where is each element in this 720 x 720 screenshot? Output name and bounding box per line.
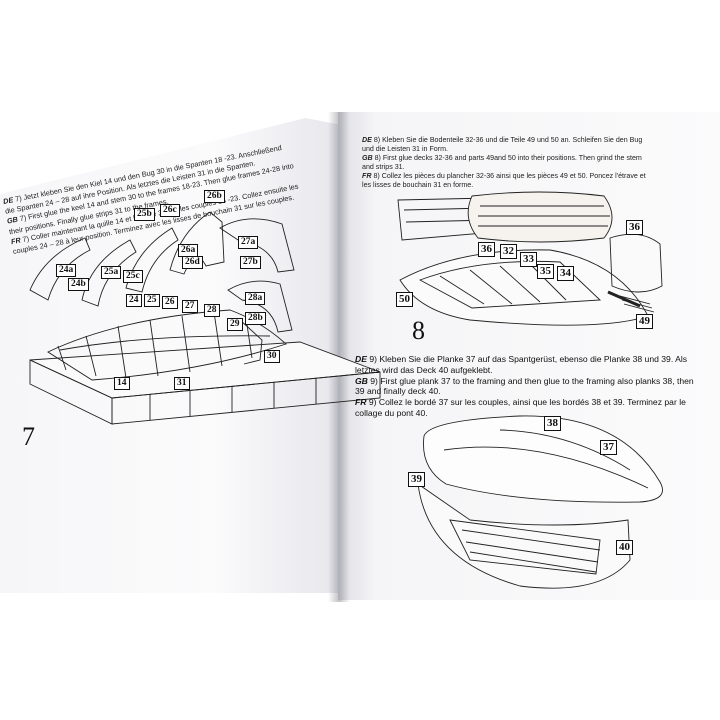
- part-label: 30: [264, 350, 280, 363]
- hull-planked-top: [423, 415, 663, 503]
- part-label: 50: [396, 292, 413, 307]
- instruction-line: DE 8) Kleben Sie die Bodenteile 32-36 un…: [362, 136, 643, 144]
- part-label: 27: [182, 300, 198, 313]
- part-label: 26d: [182, 256, 203, 269]
- part-label: 26: [162, 296, 178, 309]
- part-label: 38: [544, 416, 561, 431]
- part-label: 25c: [123, 270, 143, 283]
- part-label: 14: [114, 377, 130, 390]
- part-label: 40: [616, 540, 633, 555]
- floor-slats: [439, 263, 567, 305]
- part-label: 29: [227, 318, 243, 331]
- part-label: 26c: [160, 204, 180, 217]
- jig-slots: [149, 378, 317, 420]
- part-label: 28b: [245, 312, 266, 325]
- instruction-line: letztes wird das Deck 40 aufgeklebt.: [355, 364, 493, 375]
- stem-piece: [239, 319, 263, 365]
- part-label: 24a: [56, 264, 77, 277]
- instruction-line: FR 9) Collez le bordé 37 sur les couples…: [355, 397, 686, 408]
- part-label: 33: [520, 252, 537, 267]
- frame-ribs: [57, 311, 253, 379]
- instruction-line: GB 8) First glue decks 32-36 and parts 4…: [362, 154, 642, 162]
- part-label: 24: [126, 294, 142, 307]
- instruction-line: and strips 31.: [362, 163, 405, 171]
- hull-deck-view: [417, 483, 631, 589]
- part-label: 28: [204, 304, 220, 317]
- instruction-line: FR 8) Collez les pièces du plancher 32-3…: [362, 172, 646, 180]
- instruction-line: DE 9) Kleben Sie die Planke 37 auf das S…: [355, 354, 688, 364]
- part-label: 32: [500, 244, 517, 259]
- frame-25-piece: [81, 239, 137, 307]
- deck-board: [467, 191, 613, 243]
- hatch-marks: [619, 295, 655, 313]
- part-label: 36: [626, 220, 643, 235]
- hull-frame: [47, 309, 287, 381]
- instruction-line: les lisses de bouchain 31 en forme.: [362, 181, 474, 189]
- part-label: 26b: [204, 190, 225, 203]
- deck-board-lines: [478, 205, 610, 227]
- cockpit-slats: [461, 529, 601, 573]
- part-label: 27a: [238, 236, 259, 249]
- part-label: 36: [478, 242, 495, 257]
- step9-instructions: DE 9) Kleben Sie die Planke 37 auf das S…: [355, 354, 700, 419]
- part-label: 28a: [245, 292, 266, 305]
- part-label: 25b: [134, 208, 155, 221]
- instruction-line: collage du pont 40.: [355, 407, 428, 418]
- part-label: 27b: [240, 256, 261, 269]
- keel-line: [59, 335, 271, 351]
- step8-instructions: DE 8) Kleben Sie die Bodenteile 32-36 un…: [362, 136, 646, 190]
- part-label: 35: [537, 264, 554, 279]
- frame-24-piece: [29, 237, 91, 301]
- part-label: 25a: [101, 266, 122, 279]
- part-label: 31: [174, 377, 190, 390]
- step-number-7: 7: [22, 422, 35, 451]
- part-label: 39: [408, 472, 425, 487]
- part-label: 25: [144, 294, 160, 307]
- sheer-line: [443, 446, 649, 489]
- jig-base-top: [29, 341, 381, 399]
- part-label: 34: [557, 266, 574, 281]
- part-label: 49: [636, 314, 653, 329]
- step9-drawing: [417, 415, 663, 589]
- cockpit-opening: [449, 519, 601, 575]
- plank-line: [499, 429, 631, 471]
- instruction-line: GB 9) First glue plank 37 to the framing…: [355, 375, 694, 386]
- instruction-line: 39 and finally deck 40.: [355, 386, 441, 397]
- instruction-line: und die Leisten 31 in Form.: [362, 145, 448, 153]
- step-number-8: 8: [412, 316, 425, 345]
- part-label: 24b: [68, 278, 89, 291]
- jig-base-front: [111, 371, 381, 425]
- frame-26-piece: [125, 227, 179, 293]
- part-label: 37: [600, 440, 617, 455]
